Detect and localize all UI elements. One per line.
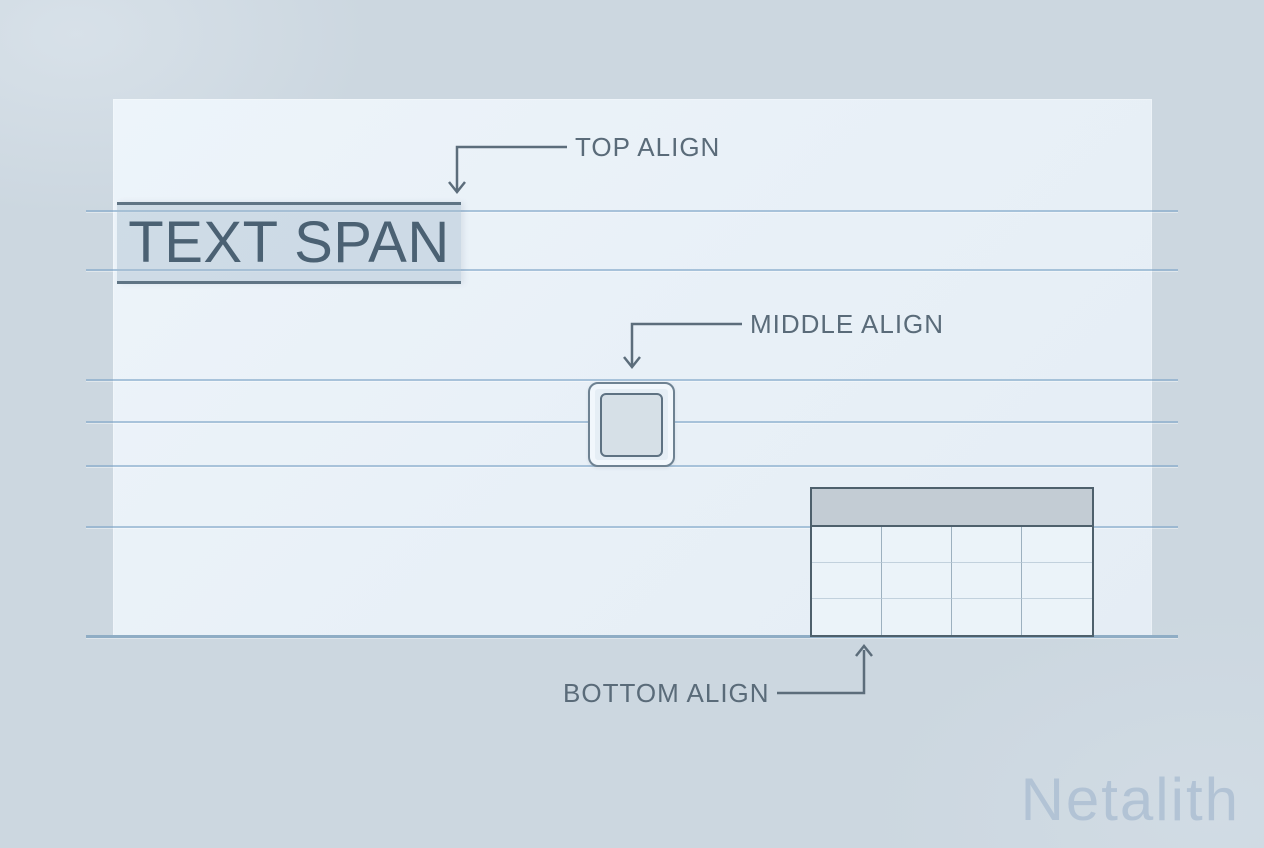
- middle-square: [588, 382, 675, 467]
- table-cell: [882, 563, 952, 599]
- guide-line: [86, 210, 1178, 212]
- table-cell: [952, 599, 1022, 635]
- middle-align-connector-line: [630, 322, 742, 365]
- table-body: [812, 527, 1092, 635]
- guide-line: [86, 269, 1178, 271]
- bottom-align-arrow: [760, 638, 876, 698]
- table-cell: [952, 527, 1022, 563]
- middle-align-arrow: [622, 315, 752, 377]
- watermark: Netalith: [1020, 766, 1240, 833]
- text-span-box: TEXT SPAN: [117, 202, 461, 284]
- bottom-table: [810, 487, 1094, 637]
- bottom-align-label: BOTTOM ALIGN: [563, 678, 770, 708]
- guide-line: [86, 379, 1178, 381]
- guide-line-bottom: [86, 635, 1178, 638]
- guide-line: [86, 526, 1178, 528]
- table-cell: [1022, 563, 1092, 599]
- bottom-align-connector-line: [777, 650, 866, 695]
- top-align-arrowhead-icon: [448, 181, 466, 195]
- table-cell: [812, 599, 882, 635]
- table-cell: [1022, 599, 1092, 635]
- middle-square-inner: [600, 392, 663, 457]
- table-cell: [882, 527, 952, 563]
- top-align-connector-line: [455, 145, 567, 190]
- table-cell: [812, 563, 882, 599]
- middle-align-arrowhead-icon: [623, 356, 641, 370]
- table-cell: [952, 563, 1022, 599]
- table-cell: [1022, 527, 1092, 563]
- table-cell: [812, 527, 882, 563]
- table-header-row: [812, 489, 1092, 527]
- text-span-label: TEXT SPAN: [128, 210, 450, 275]
- middle-align-label: MIDDLE ALIGN: [750, 309, 945, 339]
- top-align-label: TOP ALIGN: [575, 132, 721, 162]
- top-align-arrow: [447, 138, 577, 202]
- bottom-align-arrowhead-icon: [855, 643, 873, 657]
- table-cell: [882, 599, 952, 635]
